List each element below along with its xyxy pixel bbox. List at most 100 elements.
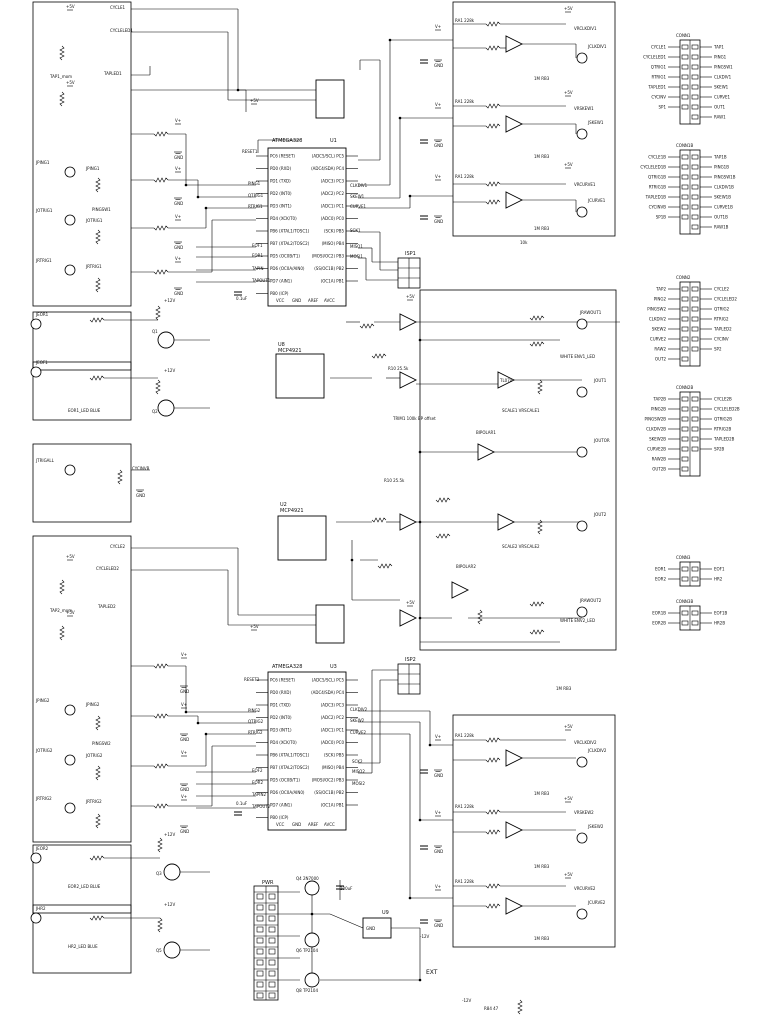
net-eof2: EOF2 (252, 768, 263, 773)
resistor (153, 763, 169, 769)
trim-label: TRIM1 100k BP offset (392, 416, 436, 421)
plus5-label: +5V (406, 600, 415, 605)
connector-pin-left: CYCINVB (649, 205, 667, 210)
right-connectors: CONN1CYCLE1CYCLELED1QTRIG1RTRIG1TAPLED1C… (640, 33, 740, 631)
q1-label: Q1 (152, 329, 158, 334)
plus5-label: +5V (564, 90, 573, 95)
plus5-symbol: +5V (564, 872, 573, 879)
ground-label: GND (434, 219, 443, 224)
connector-pin-left: CURVE2 (650, 337, 667, 342)
jack-label: JTRIGALL (35, 458, 55, 463)
transistor-q8: Q8 TP2104 (296, 972, 320, 993)
u1-pin-bottom: GND (292, 298, 301, 303)
net-curve1: CURVE1 (350, 204, 367, 209)
resistor (485, 903, 501, 909)
jack-label: JPING1 (35, 160, 50, 165)
u1-pin-right: (SCK) PB5 (324, 229, 345, 234)
connector-pin-right: SKEW1B (714, 195, 731, 200)
plus5-symbol: +5V (66, 610, 75, 617)
plus5-symbol: +5V (564, 162, 573, 169)
u3-pin-left: PD7 (AIN1) (270, 803, 292, 808)
connector-pin-right: TAP1 (713, 45, 724, 50)
connector-pin-right: HR2B (714, 621, 725, 626)
ground-symbol: GND (136, 489, 145, 498)
section-eof1 (32, 361, 132, 421)
jacks: JPING1JOTRIG1JRTRIG1JEOR1JEOF1JTRIGALLJP… (30, 44, 610, 924)
connector-pin-right: SP2B (714, 447, 724, 452)
vplus-symbol: V+ (181, 702, 187, 709)
ic-u3: U3 ATMEGA328 PC6 (RESET)PD0 (RXD)PD1 (TX… (256, 664, 358, 831)
resistor (529, 629, 545, 635)
jack-label: JOTRIG1 (35, 208, 53, 213)
section-left-bottom (32, 535, 132, 843)
tl074-label: TL074 (499, 378, 513, 383)
plus5-label: +5V (66, 80, 75, 85)
plus12-label: +12V (164, 298, 175, 303)
u2-part: MCP4921 (280, 508, 304, 514)
u1-pin-right: (ADC0) PC0 (321, 216, 345, 221)
u1-pin-left: PC6 (RESET) (270, 154, 295, 159)
u3-pin-left: PD0 (RXD) (270, 690, 291, 695)
resistor (157, 837, 163, 853)
ext-label: EXT (426, 969, 438, 976)
u3-pin-left: PD2 (INT0) (270, 715, 292, 720)
vplus-symbol: V+ (435, 24, 441, 31)
jack-label: JRAWOUT2 (579, 598, 602, 603)
net-tap1_mom: TAP1_mom (49, 74, 72, 79)
u3-pin-right: (ADC5/SCL) PC5 (312, 678, 345, 683)
connector-pin-right: EOF1 (714, 567, 725, 572)
q4-label: Q4 2N7000 (296, 876, 319, 881)
jack-jclkdiv2: JCLKDIV2 (576, 748, 607, 768)
u3-pin-right: (ADC1) PC1 (321, 728, 345, 733)
net-skew1: SKEW1 (350, 194, 365, 199)
connector-pin-left: CURVE2B (647, 447, 666, 452)
ground-symbol: GND (434, 919, 443, 928)
ground-label: GND (180, 737, 189, 742)
connector-pin-left: CLKDIV2 (649, 317, 667, 322)
resistor (485, 21, 501, 27)
resistor (95, 813, 101, 829)
r10-label: R10 25.5k (388, 366, 409, 371)
net-pingsw1: PINGSW1 (92, 207, 111, 212)
connector-pin-left: EOR1B (652, 611, 666, 616)
plus5-symbol: +5V (66, 554, 75, 561)
pot4-label: 1M RB3 (556, 686, 572, 691)
section-hr2 (32, 904, 132, 974)
resistor (117, 469, 123, 485)
u3-pin-right: (ADC4/SDA) PC4 (311, 690, 344, 695)
ra1-label-1: RA1 228k (455, 18, 475, 23)
jack-jcurve1: JCURVE1 (576, 198, 606, 218)
resistor (371, 517, 387, 523)
jack-label: JSKEW1 (587, 120, 604, 125)
connector-pin-left: QTRIG1B (648, 175, 666, 180)
jack-jotrig1: JOTRIG1 (35, 208, 76, 226)
plus5-label: +5V (66, 610, 75, 615)
jack-jeor1: JEOR1 (30, 312, 49, 330)
pwr-label: PWR (262, 880, 274, 886)
vplus-label: V+ (181, 702, 187, 707)
opamp (505, 897, 524, 915)
u3-part: ATMEGA328 (272, 664, 302, 670)
jack-jcurve2: JCURVE2 (576, 900, 606, 920)
ra1-label-5: RA1 228k (455, 804, 475, 809)
section-eor1 (32, 311, 132, 371)
ground-symbol: GND (434, 769, 443, 778)
jack-jout1: JOUT1 (576, 378, 607, 398)
jack-jrtrig1: JRTRIG1 (35, 258, 76, 276)
net-mosi2: MOSI2 (352, 781, 365, 786)
ic-u1: U1 ATMEGA328 PC6 (RESET)PD0 (RXD)PD1 (TX… (256, 138, 358, 307)
u3-pins-left: PC6 (RESET)PD0 (RXD)PD1 (TXD)PD2 (INT0)P… (256, 678, 335, 827)
ground-symbol: GND (434, 139, 443, 148)
connector-pin-right: PINGSW1B (714, 175, 736, 180)
opamp (399, 371, 418, 389)
pot2-label: 1M RB3 (534, 154, 550, 159)
r10-label-2: R10 25.5k (384, 478, 405, 483)
resistor (485, 123, 501, 129)
ra1-label-2: RA1 228k (455, 99, 475, 104)
bipolar2-label: BIPOLAR2 (456, 564, 476, 569)
connector-pin-left: RTRIG1B (649, 185, 667, 190)
resistor (59, 45, 65, 61)
isp1-connector: ISP1 (397, 251, 421, 289)
plus12-label: +12V (164, 368, 175, 373)
transistor-q5 (163, 941, 181, 959)
